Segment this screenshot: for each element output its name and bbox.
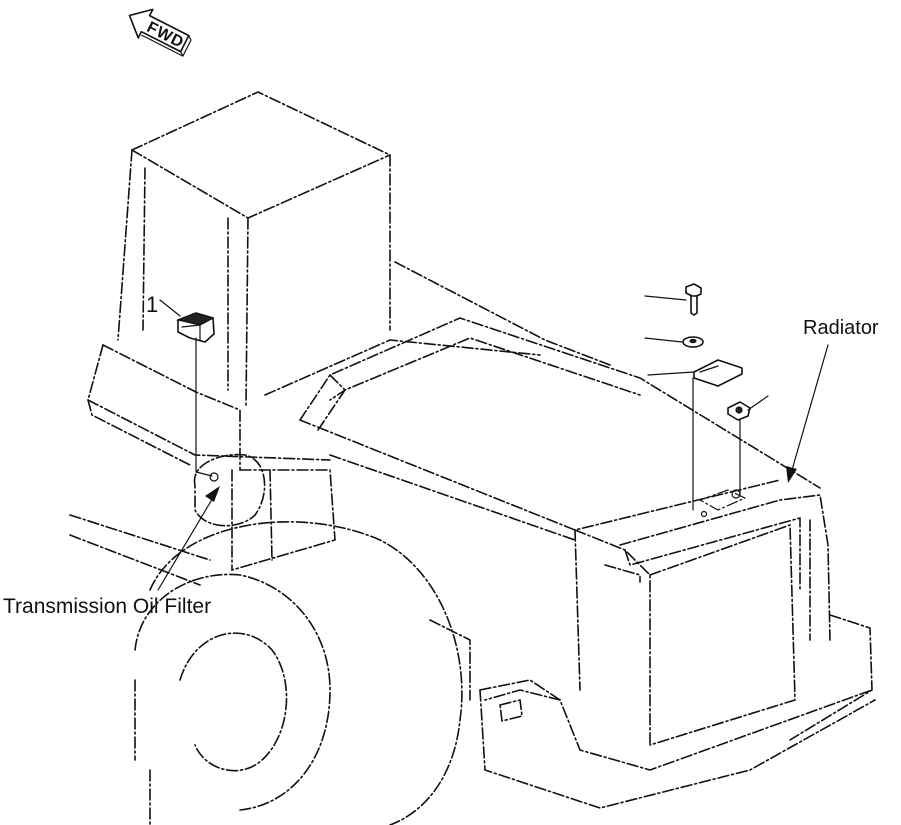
wheel [134, 521, 463, 825]
washer-leader [644, 337, 683, 343]
transmission-oil-filter-callout: Transmission Oil Filter [3, 595, 211, 618]
item-1-callout: 1 [146, 292, 158, 317]
filter-cap-icon [175, 312, 215, 343]
filter-pointer [157, 486, 220, 591]
bolt-leader [644, 295, 687, 301]
radiator-pointer [786, 344, 829, 483]
bolt-icon [685, 283, 702, 316]
clamp-leader [747, 395, 769, 411]
plate-leader [647, 371, 695, 376]
counterweight [429, 614, 876, 809]
radiator-housing [574, 494, 831, 746]
clamp-icon [727, 401, 751, 421]
item-1-leader [159, 299, 181, 317]
cover-plate-icon [693, 359, 743, 387]
cap-leader-line [195, 337, 213, 477]
fwd-arrow: FWD [128, 8, 192, 57]
filter-access-cover [193, 453, 266, 527]
washer-icon [682, 336, 704, 348]
mount-points [699, 489, 746, 518]
cab-outline [117, 91, 391, 406]
frame-left [69, 339, 541, 586]
engine-hood [299, 261, 821, 691]
radiator-callout: Radiator [803, 317, 879, 339]
